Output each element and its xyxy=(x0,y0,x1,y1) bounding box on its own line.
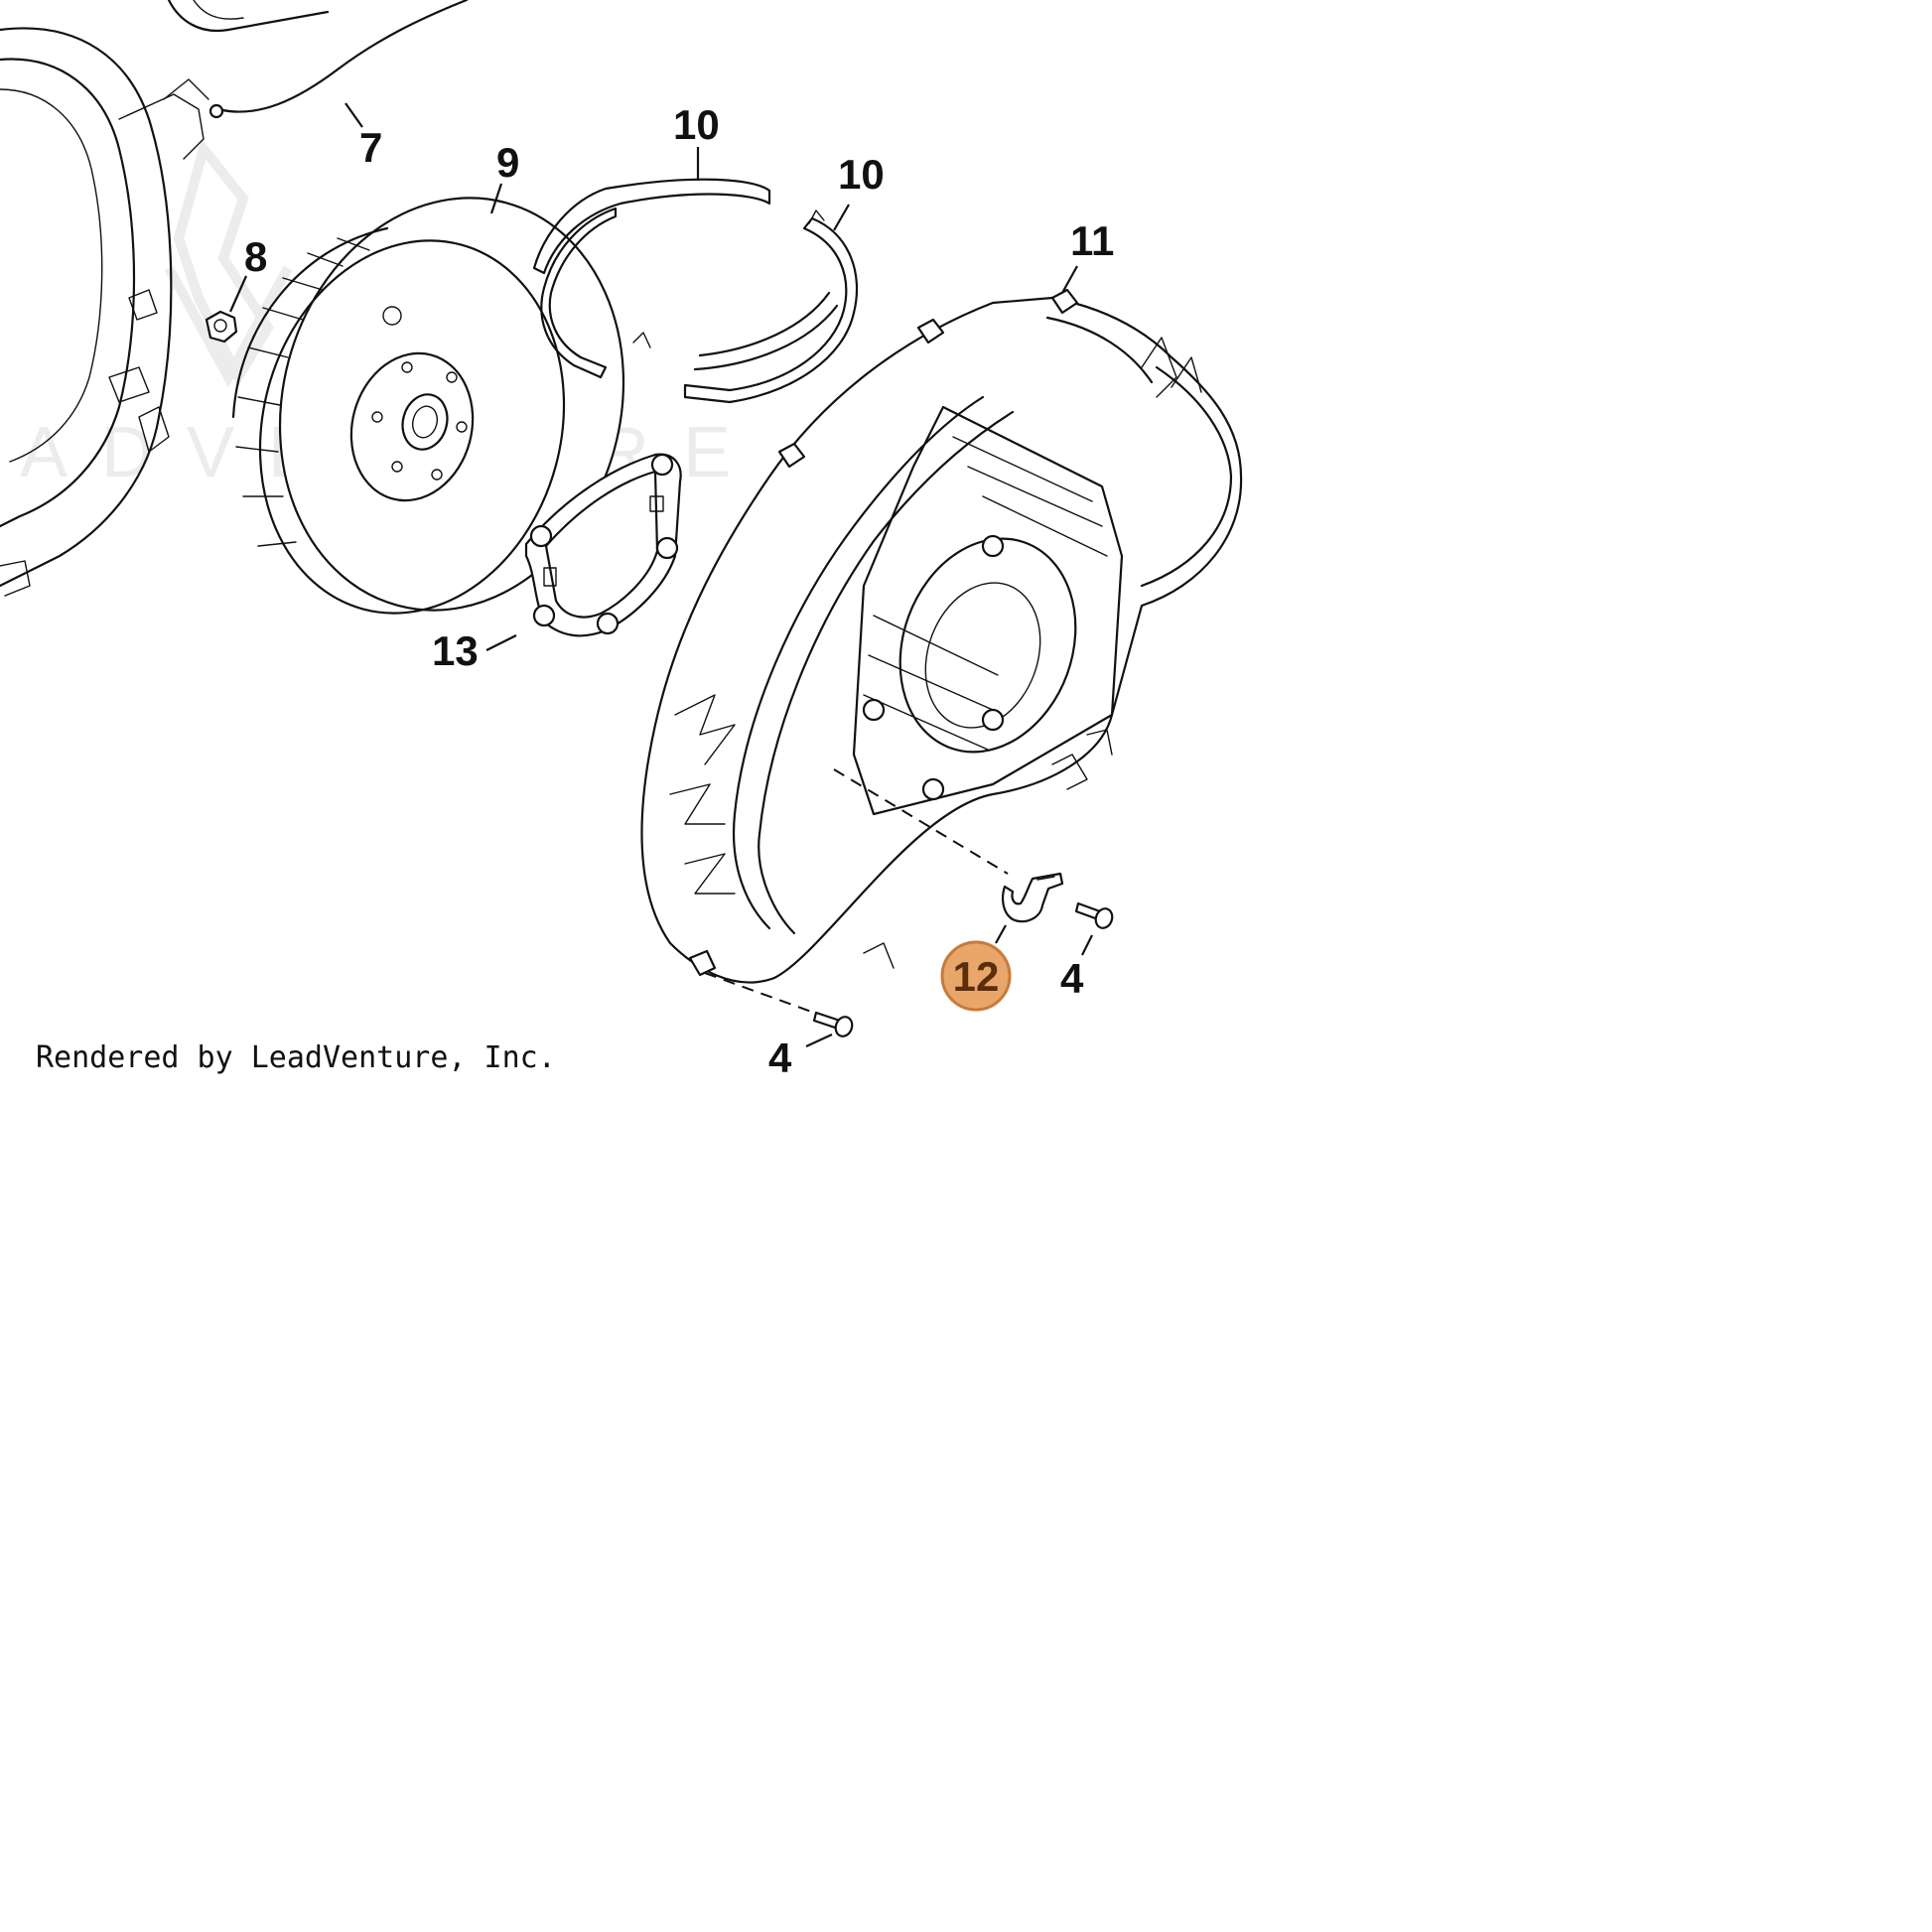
watermark-logo xyxy=(164,138,293,388)
gasket-part-13 xyxy=(524,453,682,637)
assembly-line-clip xyxy=(833,768,1009,875)
callout-13[interactable]: 13 xyxy=(432,627,479,674)
engine-housing-part xyxy=(0,0,330,597)
flywheel-part-9 xyxy=(231,197,625,615)
screw-part-4-right xyxy=(1074,901,1114,929)
wire-part-7 xyxy=(208,0,469,119)
callout-4-left[interactable]: 4 xyxy=(768,1035,792,1081)
leader-lines xyxy=(228,102,1093,1047)
callout-10-upper[interactable]: 10 xyxy=(673,101,720,148)
screw-part-4-left xyxy=(812,1011,854,1037)
nut-part-8 xyxy=(205,310,238,344)
fan-shroud-part-11 xyxy=(640,288,1243,984)
callout-11[interactable]: 11 xyxy=(1070,217,1114,264)
callout-12[interactable]: 12 xyxy=(953,953,1000,1000)
callout-8[interactable]: 8 xyxy=(244,233,267,280)
render-credit: Rendered by LeadVenture, Inc. xyxy=(36,1040,556,1075)
callout-7[interactable]: 7 xyxy=(359,124,382,171)
clip-part-12 xyxy=(1002,872,1064,923)
callout-4-right[interactable]: 4 xyxy=(1060,955,1084,1002)
callout-10-lower[interactable]: 10 xyxy=(838,151,885,198)
highlight-circle-12 xyxy=(940,940,1012,1012)
band-part-10-upper xyxy=(532,178,771,379)
callout-9[interactable]: 9 xyxy=(496,139,519,186)
band-part-10-lower xyxy=(683,209,859,404)
